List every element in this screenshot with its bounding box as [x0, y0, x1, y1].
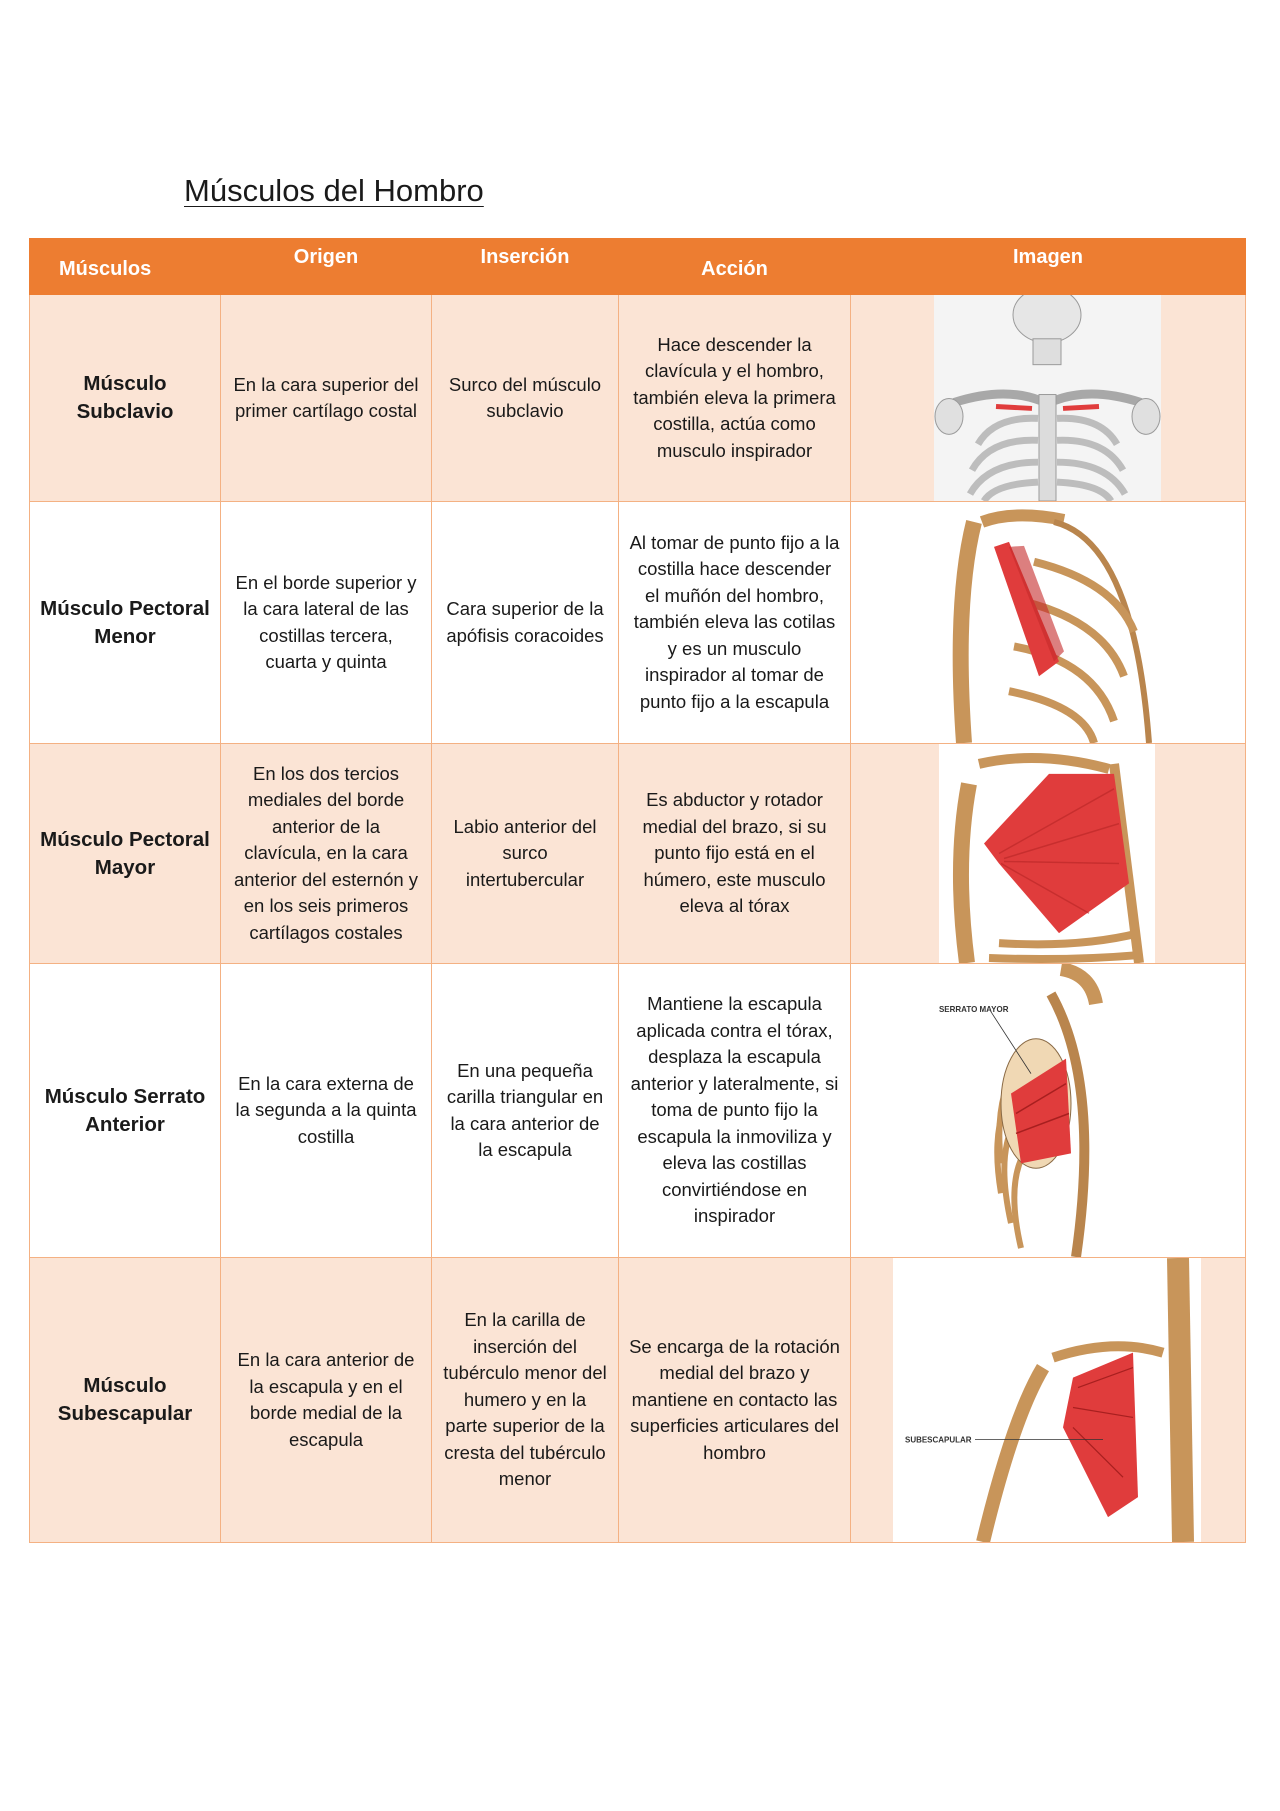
subescapular-label: SUBESCAPULAR	[905, 1435, 972, 1444]
action-cell: Es abductor y rotador medial del brazo, …	[618, 743, 851, 964]
header-origin: Origen	[220, 238, 432, 295]
insertion-cell: En la carilla de inserción del tubérculo…	[431, 1257, 619, 1543]
image-cell	[850, 743, 1246, 964]
origin-cell: En la cara superior del primer cartílago…	[220, 294, 432, 502]
serrato-anterior-illustration: SERRATO MAYOR	[891, 964, 1191, 1257]
image-cell	[850, 501, 1246, 744]
header-image: Imagen	[850, 238, 1246, 295]
subclavio-skeleton-illustration	[934, 295, 1161, 501]
muscle-name: Músculo Subclavio	[29, 294, 221, 502]
origin-cell: En los dos tercios mediales del borde an…	[220, 743, 432, 964]
image-cell: SUBESCAPULAR	[850, 1257, 1246, 1543]
table-row: Músculo Pectoral Mayor En los dos tercio…	[29, 743, 1246, 964]
image-cell	[850, 294, 1246, 502]
pectoral-menor-illustration	[934, 502, 1164, 743]
header-insertion: Inserción	[431, 238, 619, 295]
action-cell: Mantiene la escapula aplicada contra el …	[618, 963, 851, 1258]
muscle-name: Músculo Subescapular	[29, 1257, 221, 1543]
action-cell: Se encarga de la rotación medial del bra…	[618, 1257, 851, 1543]
muscles-table: Músculos Origen Inserción Acción Imagen …	[29, 238, 1246, 1543]
pectoral-mayor-illustration	[939, 744, 1155, 963]
serrato-label: SERRATO MAYOR	[939, 1005, 1009, 1014]
muscle-name: Músculo Pectoral Menor	[29, 501, 221, 744]
origin-cell: En la cara externa de la segunda a la qu…	[220, 963, 432, 1258]
table-row: Músculo Subclavio En la cara superior de…	[29, 294, 1246, 502]
table-row: Músculo Serrato Anterior En la cara exte…	[29, 963, 1246, 1258]
muscle-name: Músculo Serrato Anterior	[29, 963, 221, 1258]
header-action: Acción	[618, 238, 851, 295]
header-muscles: Músculos	[29, 238, 221, 295]
header-row: Músculos Origen Inserción Acción Imagen	[29, 238, 1246, 295]
muscle-name: Músculo Pectoral Mayor	[29, 743, 221, 964]
image-cell: SERRATO MAYOR	[850, 963, 1246, 1258]
action-cell: Hace descender la clavícula y el hombro,…	[618, 294, 851, 502]
insertion-cell: Surco del músculo subclavio	[431, 294, 619, 502]
action-cell: Al tomar de punto fijo a la costilla hac…	[618, 501, 851, 744]
insertion-cell: Cara superior de la apófisis coracoides	[431, 501, 619, 744]
page-title: Músculos del Hombro	[184, 172, 484, 208]
origin-cell: En el borde superior y la cara lateral d…	[220, 501, 432, 744]
table-row: Músculo Pectoral Menor En el borde super…	[29, 501, 1246, 744]
subescapular-illustration: SUBESCAPULAR	[893, 1258, 1201, 1542]
insertion-cell: Labio anterior del surco intertubercular	[431, 743, 619, 964]
insertion-cell: En una pequeña carilla triangular en la …	[431, 963, 619, 1258]
origin-cell: En la cara anterior de la escapula y en …	[220, 1257, 432, 1543]
table-row: Músculo Subescapular En la cara anterior…	[29, 1257, 1246, 1543]
